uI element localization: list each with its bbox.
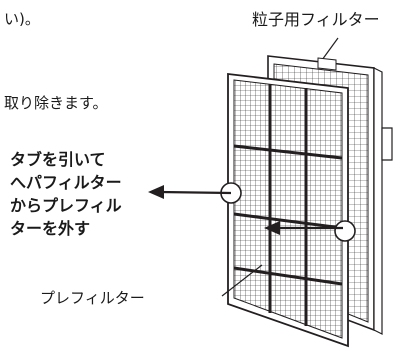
prefilter [227,72,349,348]
instruction-callout: タブを引いて へパフィルター からプレフィル ターを外す [10,148,122,240]
side-tab [381,127,393,161]
particle-filter-leader [321,37,339,61]
tab-circle-right [334,220,356,242]
fragment-text-2: 取り除きます。 [4,94,108,112]
instruction-line-4: ターを外す [10,219,91,238]
instruction-line-2: へパフィルター [10,173,122,192]
particle-filter-label: 粒子用フィルター [252,10,380,29]
prefilter-leader [221,264,263,297]
prefilter-label: プレフィルター [40,289,145,307]
instruction-line-3: からプレフィル [10,196,122,215]
callout-arrow [148,185,232,199]
instruction-line-1: タブを引いて [10,150,106,169]
fragment-text-1: い)。 [4,10,40,28]
pull-direction-arrow [264,221,343,235]
